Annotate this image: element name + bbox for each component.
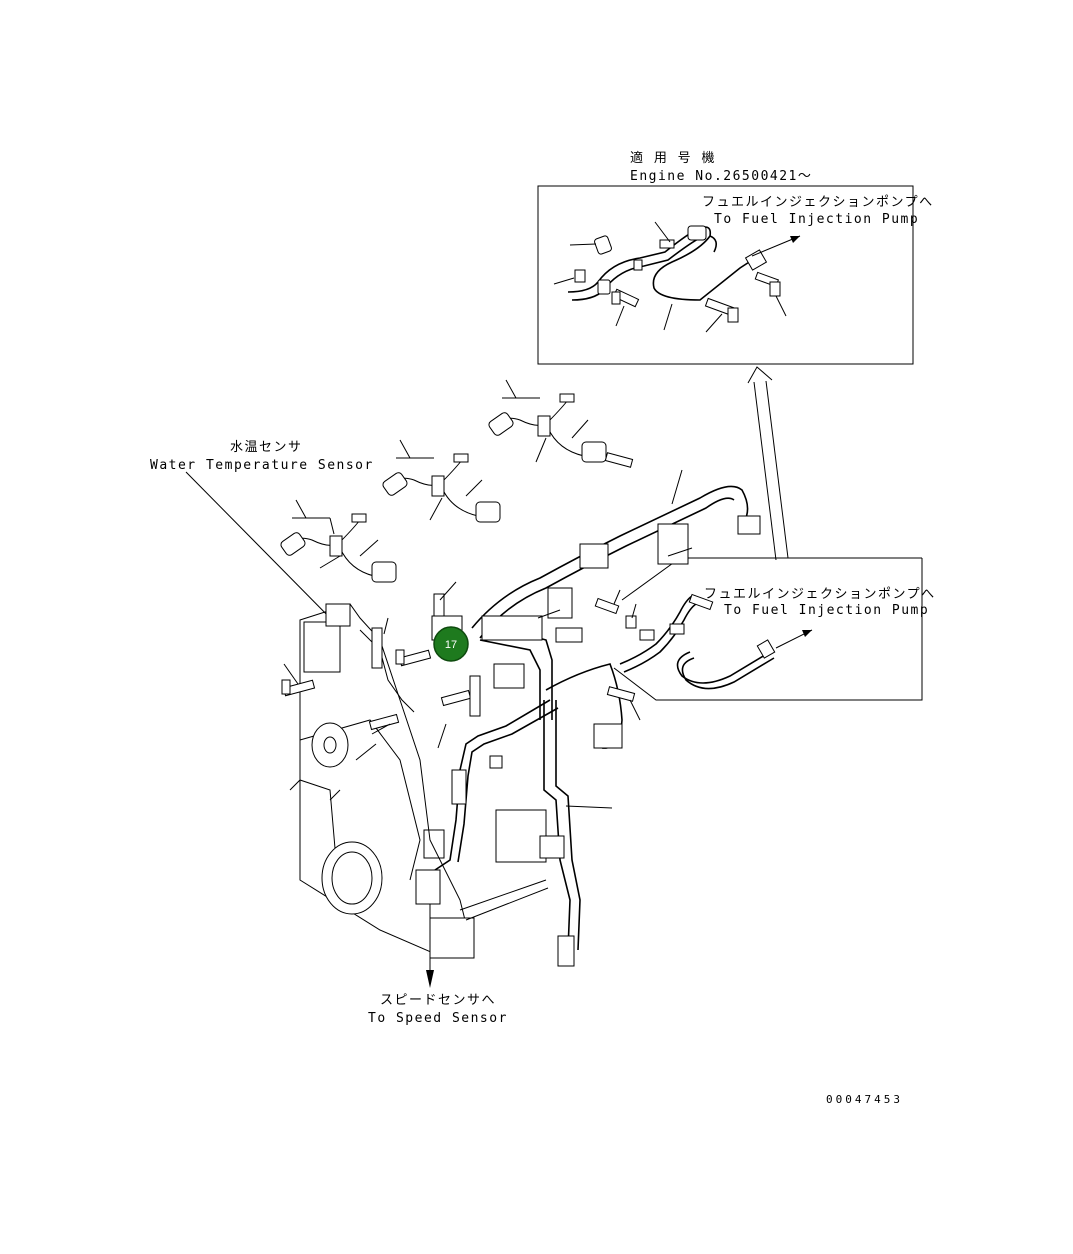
inset-lower-drawing [594, 589, 813, 690]
engine-housing [289, 603, 549, 959]
fuel-pump-upper-en: To Fuel Injection Pump [714, 212, 919, 227]
applicability-title-jp: 適 用 号 機 [630, 150, 716, 166]
main-harness [415, 485, 761, 967]
inset-box-lower [613, 557, 923, 701]
fuel-pump-lower-en: To Fuel Injection Pump [724, 603, 929, 618]
speed-sensor-arrowhead [426, 970, 434, 988]
water-temp-label-jp: 水温センサ [230, 440, 303, 455]
injector-group-3 [488, 379, 634, 468]
water-temp-label-en: Water Temperature Sensor [150, 458, 374, 473]
speed-sensor-label-en: To Speed Sensor [368, 1011, 508, 1026]
drawing-code: 00047453 [826, 1093, 903, 1106]
leader-lines-main [283, 469, 693, 809]
injector-group-1 [280, 499, 397, 583]
badge-circle[interactable] [433, 626, 469, 662]
water-temp-leader [185, 471, 341, 629]
speed-sensor-label-jp: スピードセンサへ [380, 993, 496, 1008]
inset-upper-drawing [553, 221, 801, 333]
badge-number[interactable]: 17 [445, 639, 457, 651]
upward-arrow [747, 366, 789, 561]
part-badge[interactable]: 17 [433, 626, 469, 662]
engine-number: Engine No.26500421〜 [630, 169, 812, 184]
inset-box-upper [537, 185, 914, 365]
injector-group-2 [382, 439, 501, 523]
fuel-pump-lower-jp: フュエルインジェクションポンプへ [704, 587, 936, 602]
fuel-pump-upper-jp: フュエルインジェクションポンプへ [702, 195, 934, 210]
